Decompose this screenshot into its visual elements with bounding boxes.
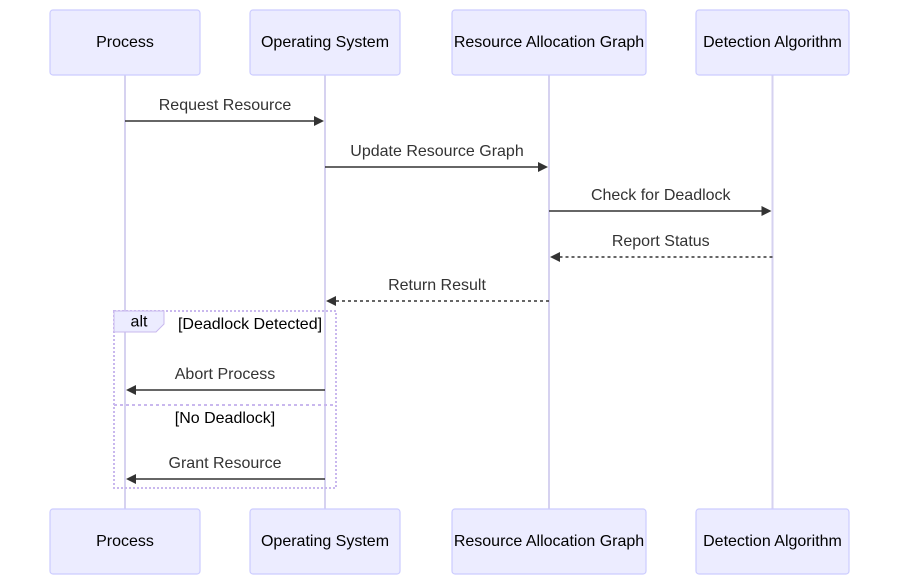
message-5: Return Result (326, 277, 549, 306)
actor-detector-bottom: Detection Algorithm (695, 508, 850, 575)
arrowhead-icon (538, 162, 548, 172)
alt-condition: [Deadlock Detected] (178, 316, 322, 333)
alt-tag-label: alt (131, 314, 148, 331)
message-label: Abort Process (175, 366, 275, 383)
actor-label: Detection Algorithm (703, 533, 842, 550)
actor-label: Process (96, 34, 154, 51)
alt-frame: alt [Deadlock Detected] [No Deadlock] (113, 310, 337, 489)
actor-box (451, 508, 647, 575)
message-label: Grant Resource (169, 455, 282, 472)
actor-label: Process (96, 533, 154, 550)
arrowhead-icon (326, 296, 336, 306)
actor-box (695, 508, 850, 575)
message-7: Grant Resource (126, 455, 325, 484)
actor-label: Resource Allocation Graph (454, 34, 644, 51)
arrowhead-icon (314, 116, 324, 126)
actor-box (451, 9, 647, 76)
message-label: Check for Deadlock (591, 187, 732, 204)
actor-rag-bottom: Resource Allocation Graph (451, 508, 647, 575)
message-2: Update Resource Graph (325, 143, 548, 172)
actors-top: Process Operating System Resource Allocati… (49, 9, 850, 76)
actor-box (249, 9, 401, 76)
actor-rag-top: Resource Allocation Graph (451, 9, 647, 76)
actor-os-top: Operating System (249, 9, 401, 76)
message-label: Update Resource Graph (350, 143, 523, 160)
actor-label: Resource Allocation Graph (454, 533, 644, 550)
message-label: Report Status (612, 233, 710, 250)
message-1: Request Resource (125, 97, 324, 126)
actor-label: Detection Algorithm (703, 34, 842, 51)
arrowhead-icon (761, 206, 772, 216)
alt-tag-box (113, 310, 165, 333)
message-label: Request Resource (159, 97, 292, 114)
actor-process-bottom: Process (49, 508, 201, 575)
message-6: Abort Process (126, 366, 325, 395)
actor-process-top: Process (49, 9, 201, 76)
actor-box (249, 508, 401, 575)
message-label: Return Result (388, 277, 486, 294)
alt-frame-border (113, 310, 337, 489)
alt-condition: [No Deadlock] (175, 410, 276, 427)
actor-box (695, 9, 850, 76)
lifelines (124, 75, 774, 509)
arrowhead-icon (126, 385, 136, 395)
actor-label: Operating System (261, 34, 389, 51)
actor-box (49, 9, 201, 76)
message-3: Check for Deadlock (549, 187, 772, 216)
actor-os-bottom: Operating System (249, 508, 401, 575)
actor-label: Operating System (261, 533, 389, 550)
actor-detector-top: Detection Algorithm (695, 9, 850, 76)
actors-bottom: Process Operating System Resource Allocati… (49, 508, 850, 575)
actor-box (49, 508, 201, 575)
message-4: Report Status (550, 233, 773, 262)
arrowhead-icon (126, 474, 136, 484)
arrowhead-icon (550, 252, 560, 262)
